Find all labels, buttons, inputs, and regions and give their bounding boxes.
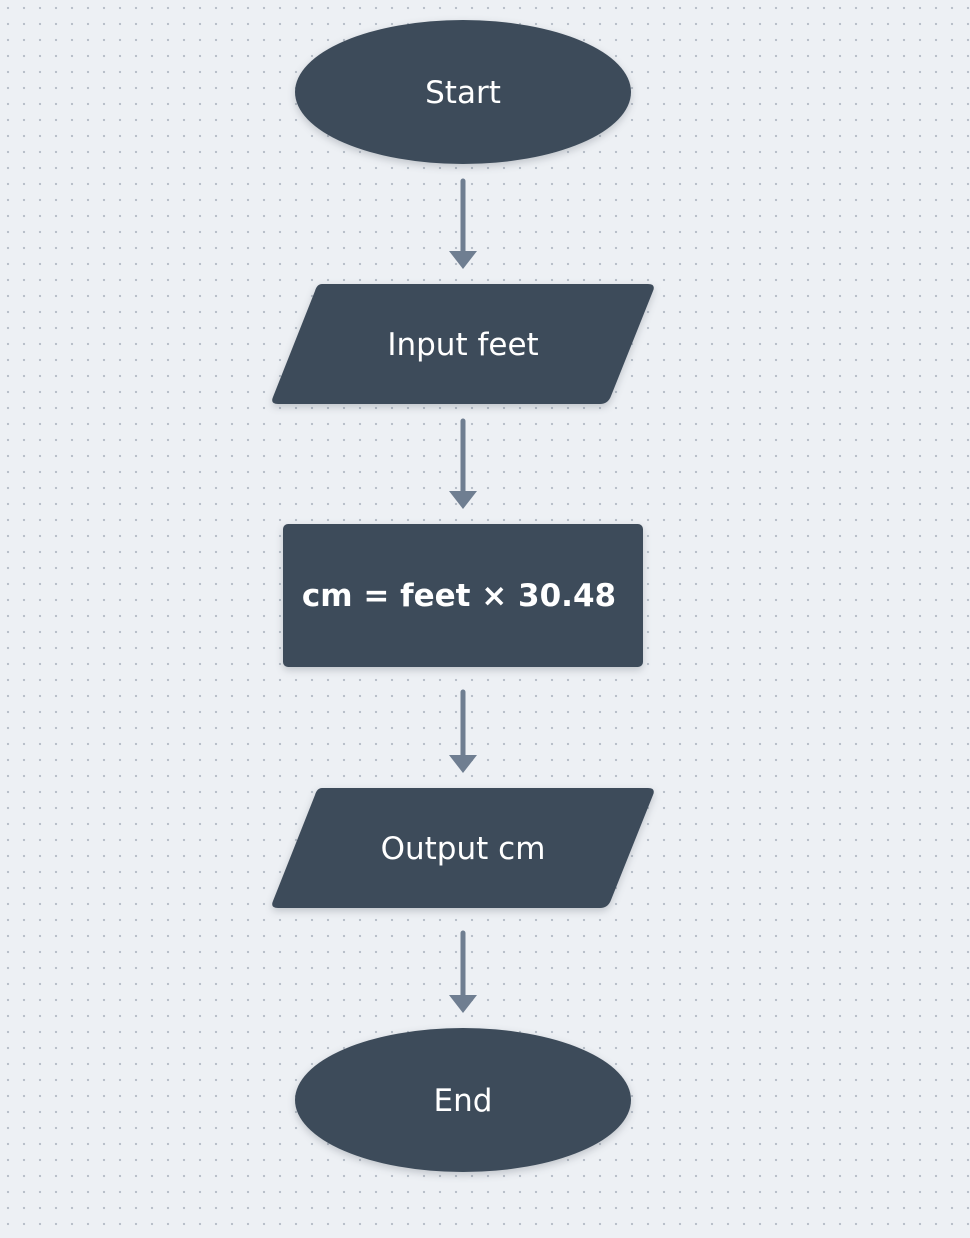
arrow-start-to-input	[449, 178, 477, 269]
arrowhead-icon	[449, 251, 477, 269]
arrowhead-icon	[449, 995, 477, 1013]
arrowhead-icon	[449, 755, 477, 773]
start-node[interactable]: Start	[295, 20, 631, 164]
input-node[interactable]: Input feet	[272, 284, 654, 404]
start-label: Start	[425, 75, 501, 111]
process-label: cm = feet × 30.48	[302, 578, 616, 614]
process-shape	[283, 524, 643, 667]
arrow-output-to-end	[449, 930, 477, 1013]
input-io-shape	[272, 284, 654, 404]
arrow-process-to-output	[449, 689, 477, 773]
arrowhead-icon	[449, 491, 477, 509]
end-node[interactable]: End	[295, 1028, 631, 1172]
end-label: End	[434, 1083, 493, 1119]
arrow-input-to-process	[449, 418, 477, 509]
input-label: Input feet	[387, 327, 538, 363]
output-node[interactable]: Output cm	[272, 788, 654, 908]
start-terminator-shape	[295, 20, 631, 164]
output-label: Output cm	[381, 831, 546, 867]
process-node[interactable]: cm = feet × 30.48	[283, 524, 643, 667]
output-io-shape	[272, 788, 654, 908]
end-terminator-shape	[295, 1028, 631, 1172]
